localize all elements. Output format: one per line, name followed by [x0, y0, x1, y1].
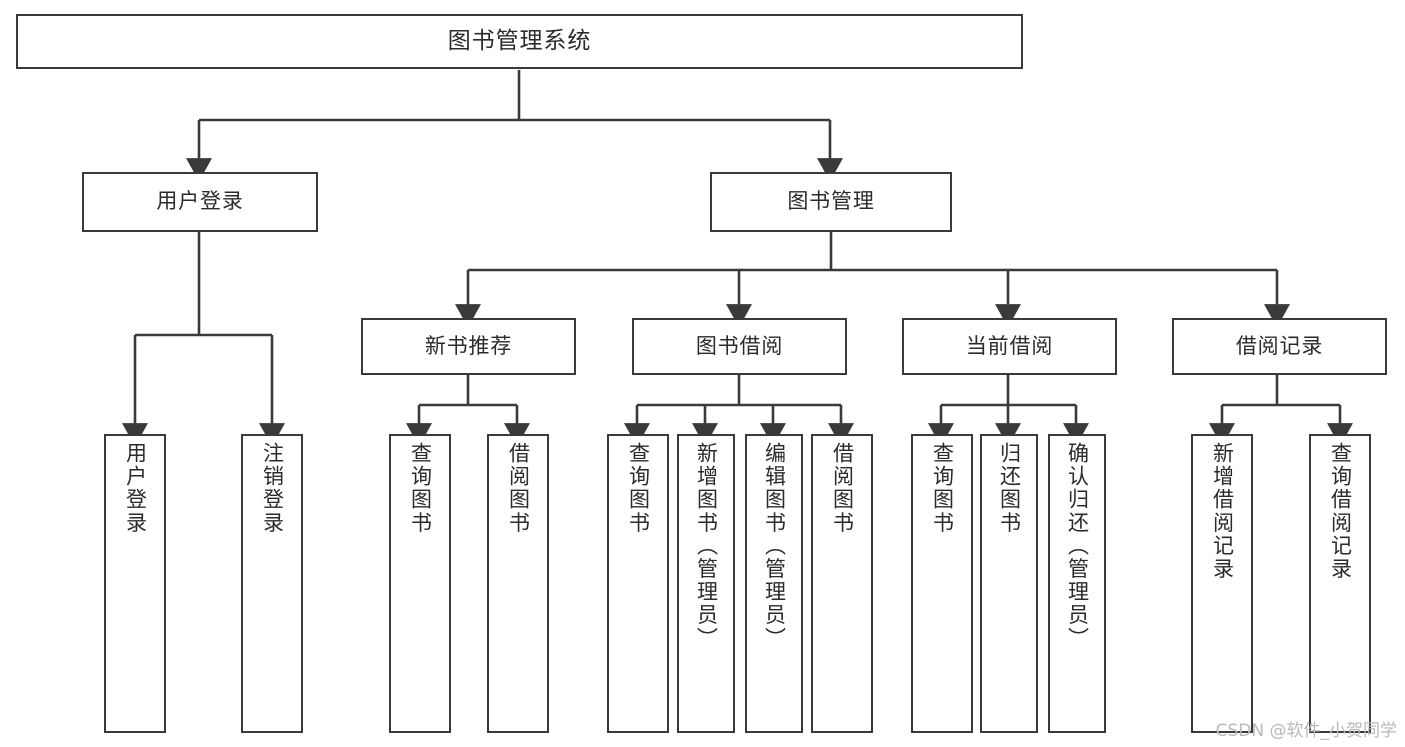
leaf-borrow-book-1-label: 借阅图书 [506, 442, 531, 535]
node-user-login[interactable]: 用户登录 [82, 172, 318, 232]
node-user-login-label: 用户登录 [156, 189, 244, 214]
csdn-watermark: CSDN @软件_小贺同学 [1215, 721, 1397, 741]
leaf-return-book[interactable]: 归还图书 [980, 434, 1038, 733]
node-root-system-label: 图书管理系统 [447, 28, 592, 55]
node-book-borrow-label: 图书借阅 [695, 333, 784, 358]
leaf-user-login[interactable]: 用户登录 [104, 434, 166, 733]
node-new-book-recommend-label: 新书推荐 [424, 333, 513, 358]
node-borrow-record[interactable]: 借阅记录 [1172, 318, 1387, 375]
leaf-query-book-3[interactable]: 查询图书 [911, 434, 973, 733]
leaf-user-login-label: 用户登录 [123, 442, 148, 535]
leaf-logout[interactable]: 注销登录 [241, 434, 303, 733]
node-borrow-record-label: 借阅记录 [1235, 333, 1324, 358]
leaf-borrow-book-2[interactable]: 借阅图书 [811, 434, 873, 733]
leaf-logout-label: 注销登录 [260, 442, 285, 535]
node-book-borrow[interactable]: 图书借阅 [632, 318, 847, 375]
node-current-borrow-label: 当前借阅 [965, 333, 1054, 358]
node-current-borrow[interactable]: 当前借阅 [902, 318, 1117, 375]
leaf-edit-book-label: 编辑图书（管理员） [762, 442, 787, 650]
leaf-query-book-3-label: 查询图书 [930, 442, 955, 535]
leaf-borrow-book-1[interactable]: 借阅图书 [487, 434, 549, 733]
leaf-add-borrow-record-label: 新增借阅记录 [1210, 442, 1235, 581]
leaf-query-book-1[interactable]: 查询图书 [389, 434, 451, 733]
leaf-query-borrow-record[interactable]: 查询借阅记录 [1309, 434, 1371, 733]
leaf-query-book-2[interactable]: 查询图书 [607, 434, 669, 733]
node-book-management[interactable]: 图书管理 [710, 172, 952, 232]
leaf-confirm-return-label: 确认归还（管理员） [1065, 442, 1090, 650]
leaf-query-book-1-label: 查询图书 [408, 442, 433, 535]
node-book-management-label: 图书管理 [787, 189, 875, 214]
leaf-add-book-label: 新增图书（管理员） [694, 442, 719, 650]
leaf-query-book-2-label: 查询图书 [626, 442, 651, 535]
leaf-add-borrow-record[interactable]: 新增借阅记录 [1191, 434, 1253, 733]
leaf-edit-book[interactable]: 编辑图书（管理员） [745, 434, 803, 733]
leaf-query-borrow-record-label: 查询借阅记录 [1328, 442, 1353, 581]
node-new-book-recommend[interactable]: 新书推荐 [361, 318, 576, 375]
leaf-confirm-return[interactable]: 确认归还（管理员） [1048, 434, 1106, 733]
leaf-return-book-label: 归还图书 [997, 442, 1022, 535]
leaf-add-book[interactable]: 新增图书（管理员） [677, 434, 735, 733]
node-root-system[interactable]: 图书管理系统 [16, 14, 1023, 69]
leaf-borrow-book-2-label: 借阅图书 [830, 442, 855, 535]
